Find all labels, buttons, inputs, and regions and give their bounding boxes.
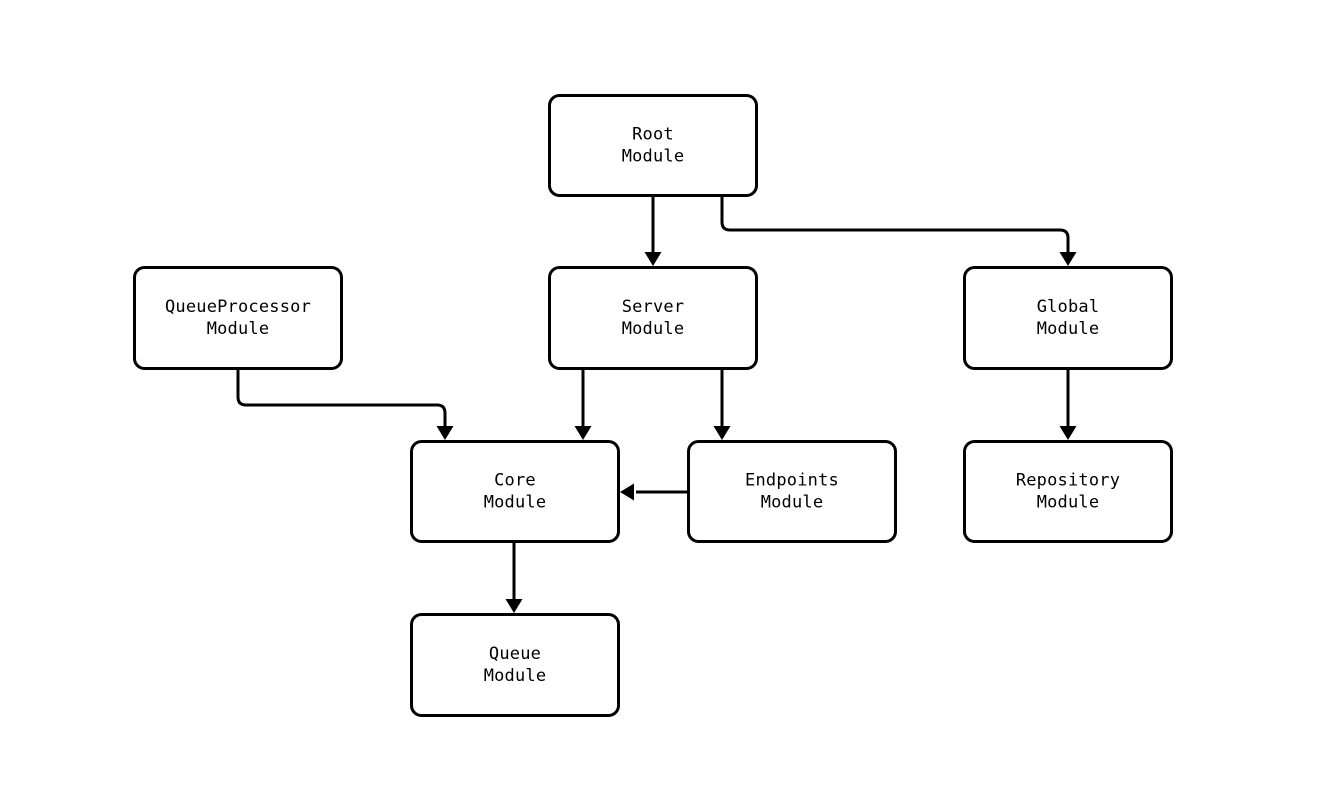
node-label-core-line1: Core — [494, 471, 536, 491]
arrowhead-icon — [574, 426, 592, 440]
node-box-global[interactable] — [963, 266, 1173, 370]
node-label-repository-line1: Repository — [1016, 471, 1120, 491]
node-box-core[interactable] — [410, 440, 620, 543]
arrowhead-icon — [713, 426, 731, 440]
node-label-core-line2: Module — [484, 493, 547, 513]
edge-endpoints-to-core — [620, 483, 687, 501]
node-box-queueprocessor[interactable] — [133, 266, 343, 370]
arrowhead-icon — [505, 599, 523, 613]
node-label-root-line1: Root — [632, 125, 674, 145]
node-label-server-line2: Module — [622, 319, 685, 339]
node-box-repository[interactable] — [963, 440, 1173, 543]
nodes-layer: RootModuleQueueProcessorModuleServerModu… — [133, 94, 1173, 717]
edge-core-to-queue — [505, 543, 523, 613]
arrowhead-icon — [620, 483, 634, 501]
edge-line-queueprocessor-to-core — [236, 370, 447, 426]
edge-root-to-server — [644, 197, 662, 266]
node-box-endpoints[interactable] — [687, 440, 897, 543]
arrowhead-icon — [1059, 426, 1077, 440]
node-box-queue[interactable] — [410, 613, 620, 717]
node-label-global-line1: Global — [1037, 297, 1100, 317]
edge-server-to-endpoints — [713, 370, 731, 440]
edge-queueprocessor-to-core — [236, 370, 454, 440]
node-box-server[interactable] — [548, 266, 758, 370]
arrowhead-icon — [644, 252, 662, 266]
node-label-queue-line2: Module — [484, 666, 547, 686]
edge-root-to-global — [720, 197, 1077, 266]
node-label-queueprocessor-line1: QueueProcessor — [165, 297, 311, 317]
edge-line-root-to-global — [720, 197, 1070, 252]
node-label-queueprocessor-line2: Module — [207, 319, 270, 339]
node-label-endpoints-line2: Module — [761, 493, 824, 513]
node-label-repository-line2: Module — [1037, 493, 1100, 513]
edge-server-to-core — [574, 370, 592, 440]
arrowhead-icon — [436, 426, 454, 440]
node-label-queue-line1: Queue — [489, 644, 541, 664]
node-box-root[interactable] — [548, 94, 758, 197]
node-label-global-line2: Module — [1037, 319, 1100, 339]
arrowhead-icon — [1059, 252, 1077, 266]
edge-global-to-repository — [1059, 370, 1077, 440]
edges-layer — [236, 197, 1077, 613]
node-label-endpoints-line1: Endpoints — [745, 471, 839, 491]
node-label-server-line1: Server — [622, 297, 685, 317]
node-label-root-line2: Module — [622, 147, 685, 167]
